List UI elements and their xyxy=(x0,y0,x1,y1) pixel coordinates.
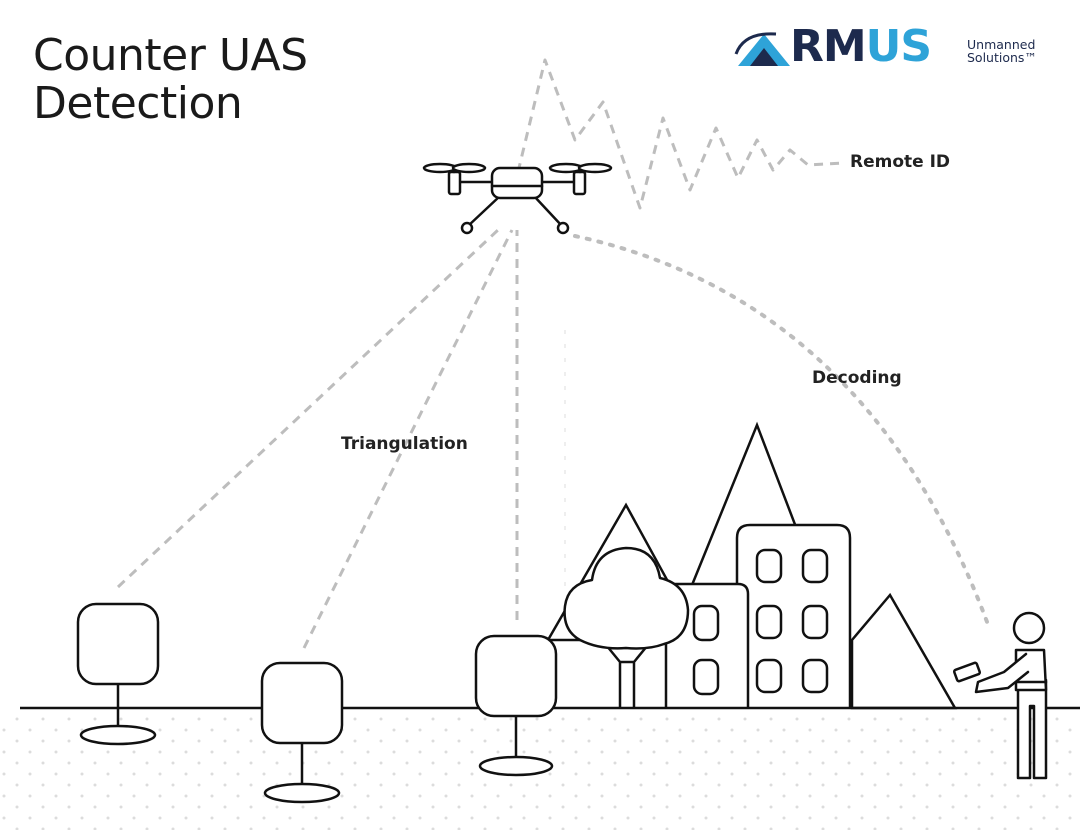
title-line-1: Counter UAS xyxy=(33,30,308,81)
triangulation-lines xyxy=(116,228,519,649)
logo-wordmark-light: US xyxy=(865,21,932,72)
sensor-left xyxy=(76,602,160,746)
title-line-2: Detection xyxy=(33,78,243,129)
sensor-right xyxy=(474,634,558,777)
drone-icon xyxy=(422,162,613,235)
decoding-signal-arc xyxy=(573,234,992,632)
label-remote-id: Remote ID xyxy=(850,152,951,172)
page-title: Counter UAS Detection xyxy=(33,32,308,128)
label-decoding: Decoding xyxy=(812,368,902,388)
remote-id-signal-wave xyxy=(516,58,844,210)
logo-tagline-line-2: Solutions™ xyxy=(967,50,1037,65)
label-triangulation: Triangulation xyxy=(341,434,468,454)
logo-wordmark-dark: RM xyxy=(790,21,867,72)
sensor-middle xyxy=(260,661,344,804)
logo-tagline: Unmanned Solutions™ xyxy=(967,38,1037,64)
brand-logo: RMUS Unmanned Solutions™ xyxy=(734,24,1054,74)
operator-person-icon xyxy=(952,611,1048,780)
logo-mark-icon xyxy=(734,32,790,66)
logo-wordmark: RMUS xyxy=(790,21,932,72)
building-tall xyxy=(735,523,852,708)
tree-icon xyxy=(563,546,690,708)
logo-tagline-line-1: Unmanned xyxy=(967,37,1036,52)
